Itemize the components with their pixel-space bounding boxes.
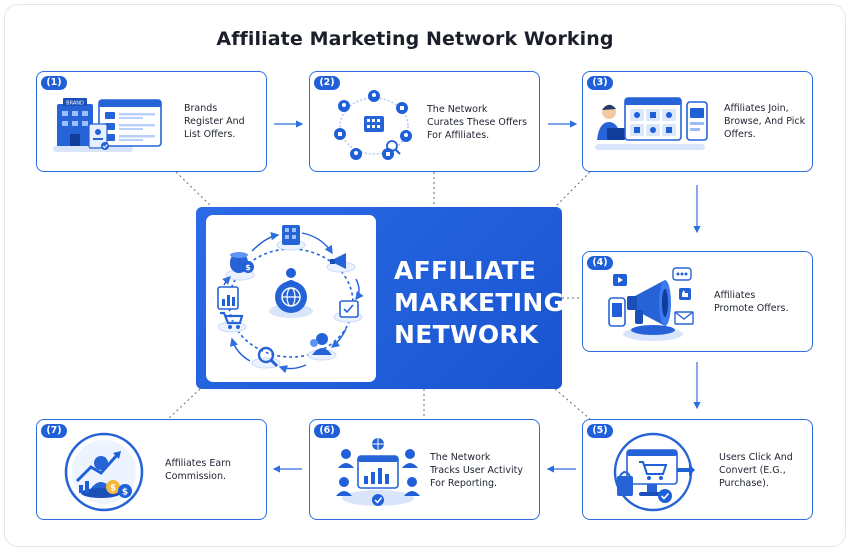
svg-text:$: $ (110, 484, 116, 494)
dotted-link-3 (554, 171, 591, 208)
step-number: (4) (587, 256, 613, 270)
svg-text:BRAND: BRAND (66, 101, 84, 107)
building-listing-icon: BRAND (53, 98, 162, 152)
dotted-link-5 (554, 388, 591, 420)
commission-coins-icon: $ $ (64, 432, 144, 512)
center-illustration-card: $ (206, 215, 376, 382)
step-number: (5) (587, 424, 613, 438)
svg-text:$: $ (245, 263, 251, 272)
analytics-tracking-icon (336, 438, 420, 506)
dotted-link-1 (175, 171, 213, 208)
center-panel: $ AFFILIATE MARKETING NETWORK (196, 207, 565, 389)
step-number: (3) (587, 76, 613, 90)
step-number: (7) (41, 424, 67, 438)
cart-conversion-icon (613, 432, 695, 512)
network-curation-icon (334, 90, 412, 160)
step-number: (1) (41, 76, 67, 90)
step-number: (6) (314, 424, 340, 438)
network-hub-icon: $ (217, 225, 364, 374)
center-title: AFFILIATE MARKETING NETWORK (394, 256, 565, 349)
step-number: (2) (314, 76, 340, 90)
diagram-title: Affiliate Marketing Network Working (216, 28, 614, 50)
dotted-link-7 (167, 388, 201, 420)
megaphone-icon (608, 267, 694, 341)
svg-text:$: $ (122, 488, 128, 498)
affiliate-browse-icon (595, 97, 708, 150)
